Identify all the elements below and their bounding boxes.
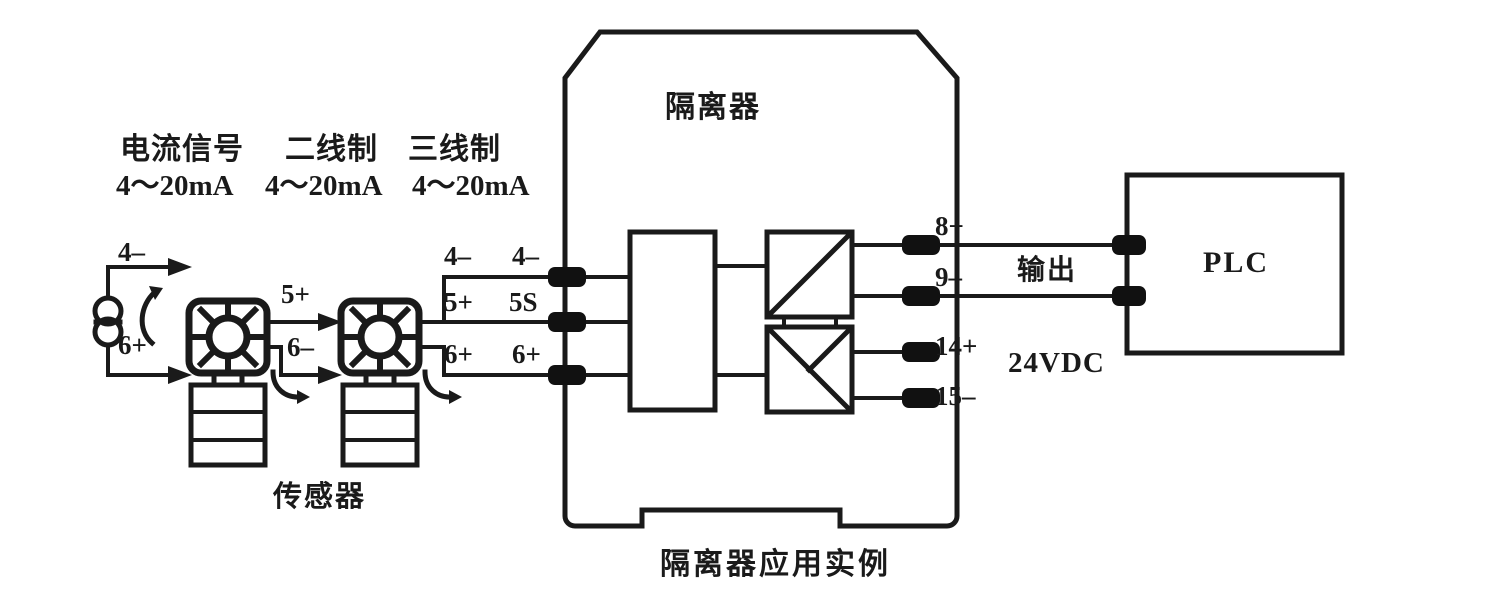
wire-sensor-one-top [265,313,342,331]
wire-source-bottom [106,366,192,384]
terminal-label-input-4minus: 4– [512,241,539,271]
isolator-output-block-lower [713,324,855,415]
output-annotation: 输出 [1017,253,1078,286]
header-label-two-wire: 二线制 [285,132,378,167]
header-label-three-wire: 三线制 [408,132,501,167]
wire-to-terminal-4minus [417,275,568,324]
current-flow-arrow-3 [422,369,462,404]
sensor-two-wire-label-bottom: 6+ [444,339,473,369]
isolator-coupling-bars [782,315,838,329]
terminal-label-output-9minus: 9– [935,262,962,292]
plc-box [1124,172,1345,356]
sensor-two-wire-label-middle: 5+ [444,287,473,317]
header-range-two-wire: 4～20mA [265,170,383,202]
sensor-two-wire-label-top: 4– [444,241,471,271]
sensor-caption: 传感器 [273,479,367,513]
current-source-symbol [92,282,124,377]
terminal-label-input-5s: 5S [509,287,538,317]
terminal-plc-lower[interactable] [1112,286,1146,306]
sensor-one-wire-label-top: 5+ [281,279,310,309]
isolator-title: 隔离器 [665,90,761,125]
terminal-input-6plus[interactable] [548,365,586,385]
sensor-two [337,297,423,468]
wire-sensor-one-bottom [265,345,342,384]
terminal-label-input-6plus: 6+ [512,339,541,369]
terminal-input-4minus[interactable] [548,267,586,287]
current-flow-arrow-1 [139,286,163,347]
terminal-output-9minus[interactable] [902,286,940,306]
sensor-one-wire-label-bottom: 6– [287,332,314,362]
isolator-input-block [627,229,718,413]
terminal-output-15minus[interactable] [902,388,940,408]
figure-caption: 隔离器应用实例 [660,547,891,582]
terminal-label-output-14plus: 14+ [935,331,978,361]
isolator-output-block-upper [713,229,855,320]
terminal-output-8plus[interactable] [902,235,940,255]
supply-annotation: 24VDC [1008,347,1105,379]
terminal-label-output-15minus: 15– [935,381,976,411]
source-terminal-label-top: 4– [118,237,145,267]
wire-source-top [106,258,192,286]
terminal-output-14plus[interactable] [902,342,940,362]
source-terminal-label-bottom: 6+ [118,330,147,360]
wire-to-terminal-6plus [417,345,568,377]
terminal-input-5s[interactable] [548,312,586,332]
sensor-one [185,297,271,468]
terminal-plc-upper[interactable] [1112,235,1146,255]
plc-label: PLC [1203,246,1269,279]
header-range-three-wire: 4～20mA [412,170,530,202]
terminal-label-output-8plus: 8+ [935,211,964,241]
current-flow-arrow-2 [270,369,310,404]
header-label-current-signal: 电流信号 [120,132,244,167]
header-range-current-signal: 4～20mA [116,170,234,202]
